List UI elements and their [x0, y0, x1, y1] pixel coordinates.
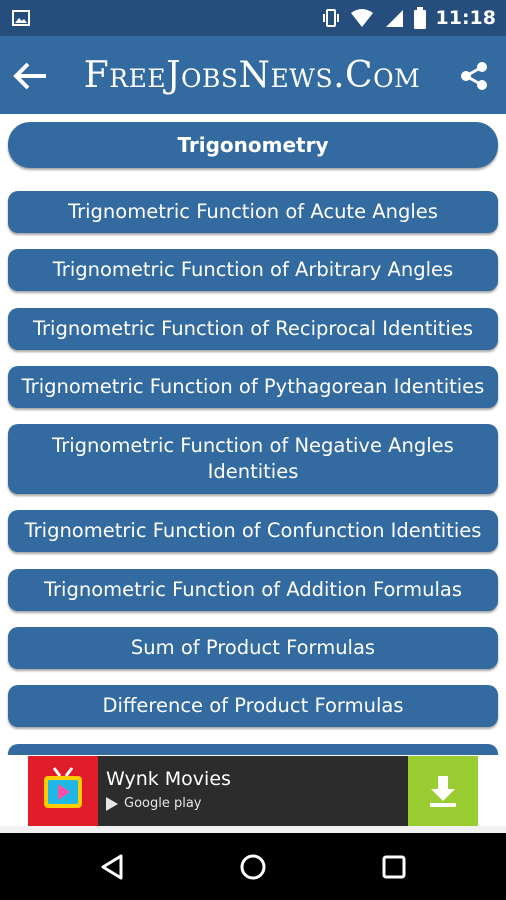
play-store-icon: [106, 796, 118, 811]
nav-home-icon: [240, 854, 266, 880]
ad-store-label: Google play: [106, 796, 202, 811]
list-item-arbitrary-angles[interactable]: Trignometric Function of Arbitrary Angle…: [8, 249, 498, 291]
back-button[interactable]: [8, 54, 52, 98]
share-button[interactable]: [452, 54, 496, 98]
status-time: 11:18: [435, 7, 496, 29]
list-item-reciprocal-identities[interactable]: Trignometric Function of Reciprocal Iden…: [8, 308, 498, 350]
list-item-addition-formulas[interactable]: Trignometric Function of Addition Formul…: [8, 569, 498, 611]
section-header-trigonometry[interactable]: Trigonometry: [8, 122, 498, 168]
nav-back-icon: [101, 854, 123, 880]
ad-download-button[interactable]: [408, 756, 478, 826]
wynk-app-icon: [28, 756, 98, 826]
arrow-left-icon: [13, 62, 46, 90]
download-icon: [430, 776, 456, 807]
battery-icon: [413, 7, 426, 29]
ad-app-name: Wynk Movies: [106, 768, 231, 790]
app-bar: FreeJobsNews.Com: [0, 36, 506, 114]
ad-store-text: Google play: [124, 796, 202, 811]
list-item-sum-of-product[interactable]: Sum of Product Formulas: [8, 627, 498, 669]
nav-recents-button[interactable]: [372, 845, 416, 889]
status-icons: 11:18: [322, 6, 496, 30]
image-notification-icon: [12, 10, 30, 26]
nav-recents-icon: [382, 855, 406, 879]
signal-icon: [385, 10, 403, 27]
status-bar: 11:18: [0, 0, 506, 36]
topic-list: Trigonometry Trignometric Function of Ac…: [0, 114, 506, 755]
nav-home-button[interactable]: [231, 845, 275, 889]
list-item-difference-of-product[interactable]: Difference of Product Formulas: [8, 685, 498, 727]
list-item-negative-angles-identities[interactable]: Trignometric Function of Negative Angles…: [8, 424, 498, 494]
nav-back-button[interactable]: [90, 845, 134, 889]
ad-banner[interactable]: Wynk Movies Google play: [28, 756, 478, 826]
app-title: FreeJobsNews.Com: [83, 54, 421, 96]
list-item-acute-angles[interactable]: Trignometric Function of Acute Angles: [8, 191, 498, 233]
wifi-icon: [350, 9, 373, 27]
list-item-confunction-identities[interactable]: Trignometric Function of Confunction Ide…: [8, 510, 498, 552]
share-icon: [461, 62, 487, 90]
list-item-partial[interactable]: [8, 744, 498, 755]
navigation-bar: [0, 833, 506, 900]
vibrate-icon: [322, 9, 339, 27]
ad-divider: [0, 826, 506, 833]
list-item-pythagorean-identities[interactable]: Trignometric Function of Pythagorean Ide…: [8, 366, 498, 408]
